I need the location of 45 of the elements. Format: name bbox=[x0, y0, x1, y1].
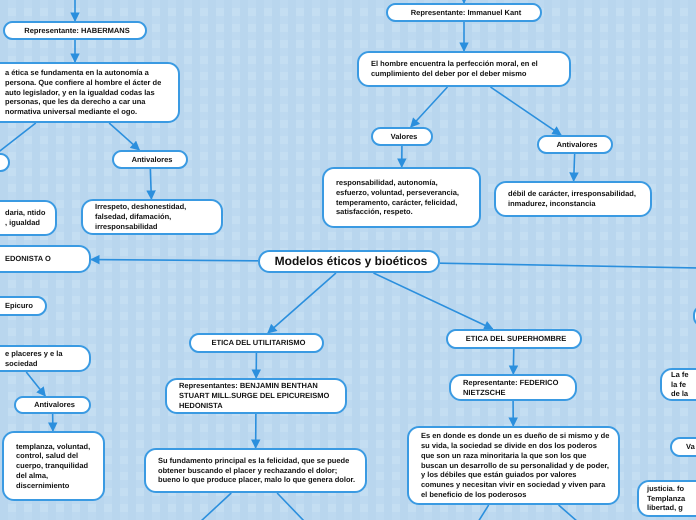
arrow bbox=[251, 353, 262, 379]
rounded-box bbox=[446, 329, 582, 349]
rounded-box bbox=[2, 431, 105, 501]
arrow bbox=[108, 122, 140, 151]
connector-line bbox=[477, 504, 490, 520]
arrow bbox=[70, 40, 80, 63]
rounded-box bbox=[449, 374, 577, 401]
arrow bbox=[90, 254, 258, 264]
rounded-box bbox=[165, 378, 347, 414]
rounded-box bbox=[357, 51, 571, 87]
rounded-box bbox=[14, 396, 91, 414]
arrow bbox=[459, 22, 469, 52]
connector-line bbox=[276, 492, 306, 520]
rounded-box bbox=[371, 127, 433, 146]
rounded-box bbox=[189, 333, 324, 353]
arrow bbox=[569, 154, 579, 182]
rounded-box bbox=[407, 426, 620, 505]
connector-line bbox=[440, 262, 696, 269]
arrow bbox=[250, 414, 260, 449]
arrow bbox=[397, 146, 407, 168]
arrow bbox=[70, 0, 80, 22]
arrow bbox=[146, 168, 156, 200]
arrow bbox=[267, 272, 336, 334]
connector-line bbox=[199, 492, 232, 520]
rounded-box bbox=[494, 181, 652, 217]
arrow bbox=[410, 86, 448, 128]
arrow bbox=[26, 372, 46, 397]
rounded-box bbox=[3, 21, 147, 40]
arrow bbox=[48, 414, 58, 432]
arrow bbox=[508, 348, 518, 375]
arrow bbox=[508, 401, 518, 427]
rounded-box bbox=[537, 135, 613, 154]
connector-line bbox=[0, 122, 36, 154]
connector-line bbox=[558, 504, 579, 520]
arrow bbox=[490, 86, 562, 136]
rounded-box bbox=[144, 448, 367, 493]
rounded-box bbox=[386, 3, 542, 22]
arrow bbox=[459, 0, 469, 4]
rounded-box bbox=[0, 62, 180, 123]
rounded-box bbox=[258, 250, 440, 273]
rounded-box bbox=[112, 150, 188, 169]
node-text: Modelos éticos y bioéticos bbox=[274, 254, 428, 269]
rounded-box bbox=[322, 167, 481, 228]
rounded-box bbox=[81, 199, 223, 235]
arrow bbox=[373, 272, 494, 330]
